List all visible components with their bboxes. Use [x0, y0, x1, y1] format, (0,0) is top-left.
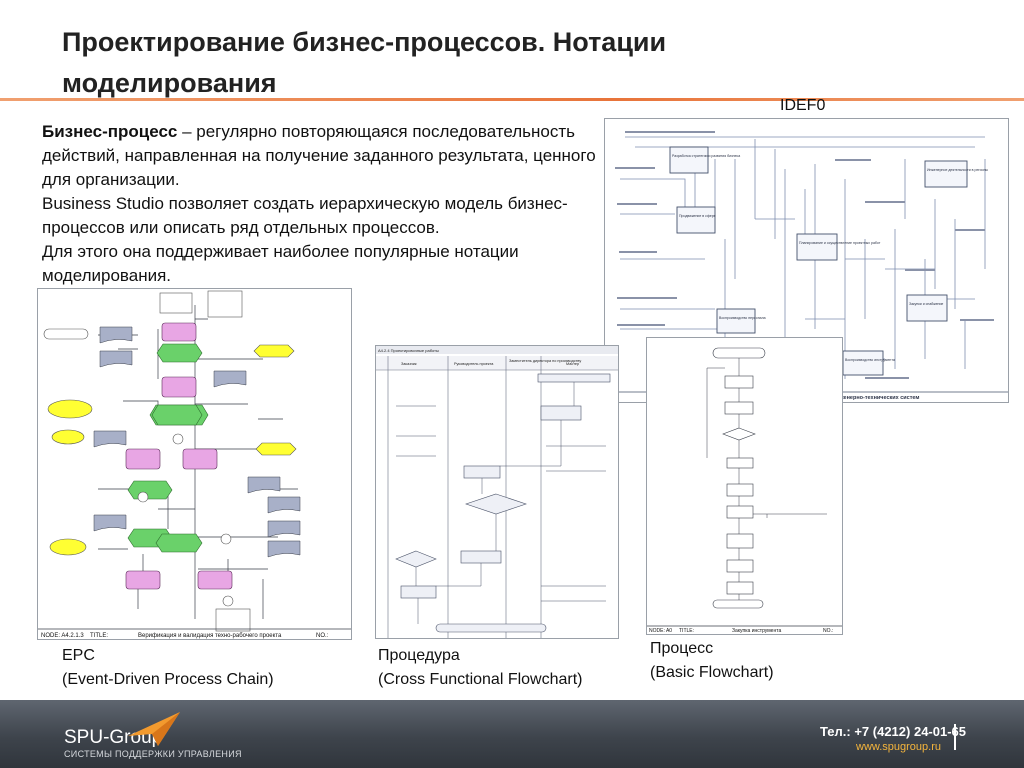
footer-website[interactable]: www.spugroup.ru [856, 741, 941, 753]
footer-divider [954, 724, 956, 750]
basic-node: NODE: A0 [649, 628, 672, 634]
idef0-box-1: Разработка стратегии и развития бизнеса [672, 154, 740, 158]
cff-label: Процедура (Cross Functional Flowchart) [378, 644, 583, 692]
basic-label: Процесс (Basic Flowchart) [650, 637, 774, 685]
cff-lane-4: Мастер [566, 362, 579, 366]
cff-label-line1: Процедура [378, 647, 460, 664]
title-divider [0, 98, 1024, 101]
basic-flowchart-diagram: NODE: A0 TITLE: Закупка инструмента NO.: [646, 337, 843, 635]
epc-label-line2: (Event-Driven Process Chain) [62, 671, 274, 688]
intro-term: Бизнес-процесс [42, 122, 178, 141]
epc-label-line1: EPC [62, 647, 95, 664]
idef0-box-6: Воспроизводство персонала [719, 316, 766, 320]
epc-label: EPC (Event-Driven Process Chain) [62, 644, 274, 692]
idef0-box-5: Закупки и снабжение [909, 302, 943, 306]
intro-text: Бизнес-процесс – регулярно повторяющаяся… [42, 120, 607, 288]
basic-label-line1: Процесс [650, 640, 714, 657]
idef0-box-7: Воспроизводство инструмента [845, 358, 895, 362]
basic-no: NO.: [823, 628, 833, 634]
cff-header: A4.2.4 Проектировочные работы [378, 348, 439, 353]
cff-lane-2: Руководитель проекта [454, 362, 494, 366]
footer-phone: Тел.: +7 (4212) 24-01-65 [820, 724, 966, 739]
epc-diagram: NODE: A4.2.1.3 TITLE: Верификация и вали… [37, 288, 352, 640]
idef0-box-4: Планирование и осуществление проектных р… [799, 241, 881, 245]
idef0-label: IDEF0 [780, 97, 826, 114]
idef0-box-3: Продвижение в сфере [679, 214, 716, 218]
epc-no: NO.: [316, 633, 329, 639]
epc-node: NODE: A4.2.1.3 [41, 633, 84, 639]
basic-footer-title: Закупка инструмента [732, 628, 781, 634]
footer-bar [0, 700, 1024, 768]
idef0-box-2: Инженерное деятельности в регионы [927, 168, 989, 172]
intro-definition: – регулярно повторяющаяся последовательн… [42, 122, 596, 189]
basic-title-label: TITLE: [679, 628, 694, 634]
cff-diagram: A4.2.4 Проектировочные работы Заказчик Р… [375, 345, 619, 639]
brand-logo-icon [128, 712, 180, 746]
epc-title-label: TITLE: [90, 633, 108, 639]
brand-tagline: СИСТЕМЫ ПОДДЕРЖКИ УПРАВЛЕНИЯ [64, 749, 242, 759]
cff-lane-1: Заказчик [401, 362, 417, 366]
cff-lane-3: Заместитель директора по производству [509, 359, 581, 363]
intro-line3: Для этого она поддерживает наиболее попу… [42, 242, 519, 285]
basic-label-line2: (Basic Flowchart) [650, 664, 774, 681]
idef0-footer-title: ...итка инженерно-технических систем [815, 395, 920, 401]
intro-line2: Business Studio позволяет создать иерарх… [42, 194, 568, 237]
page-title: Проектирование бизнес-процессов. Нотации… [62, 27, 667, 98]
epc-footer-title: Верификация и валидация техно-рабочего п… [138, 633, 282, 639]
cff-label-line2: (Cross Functional Flowchart) [378, 671, 583, 688]
